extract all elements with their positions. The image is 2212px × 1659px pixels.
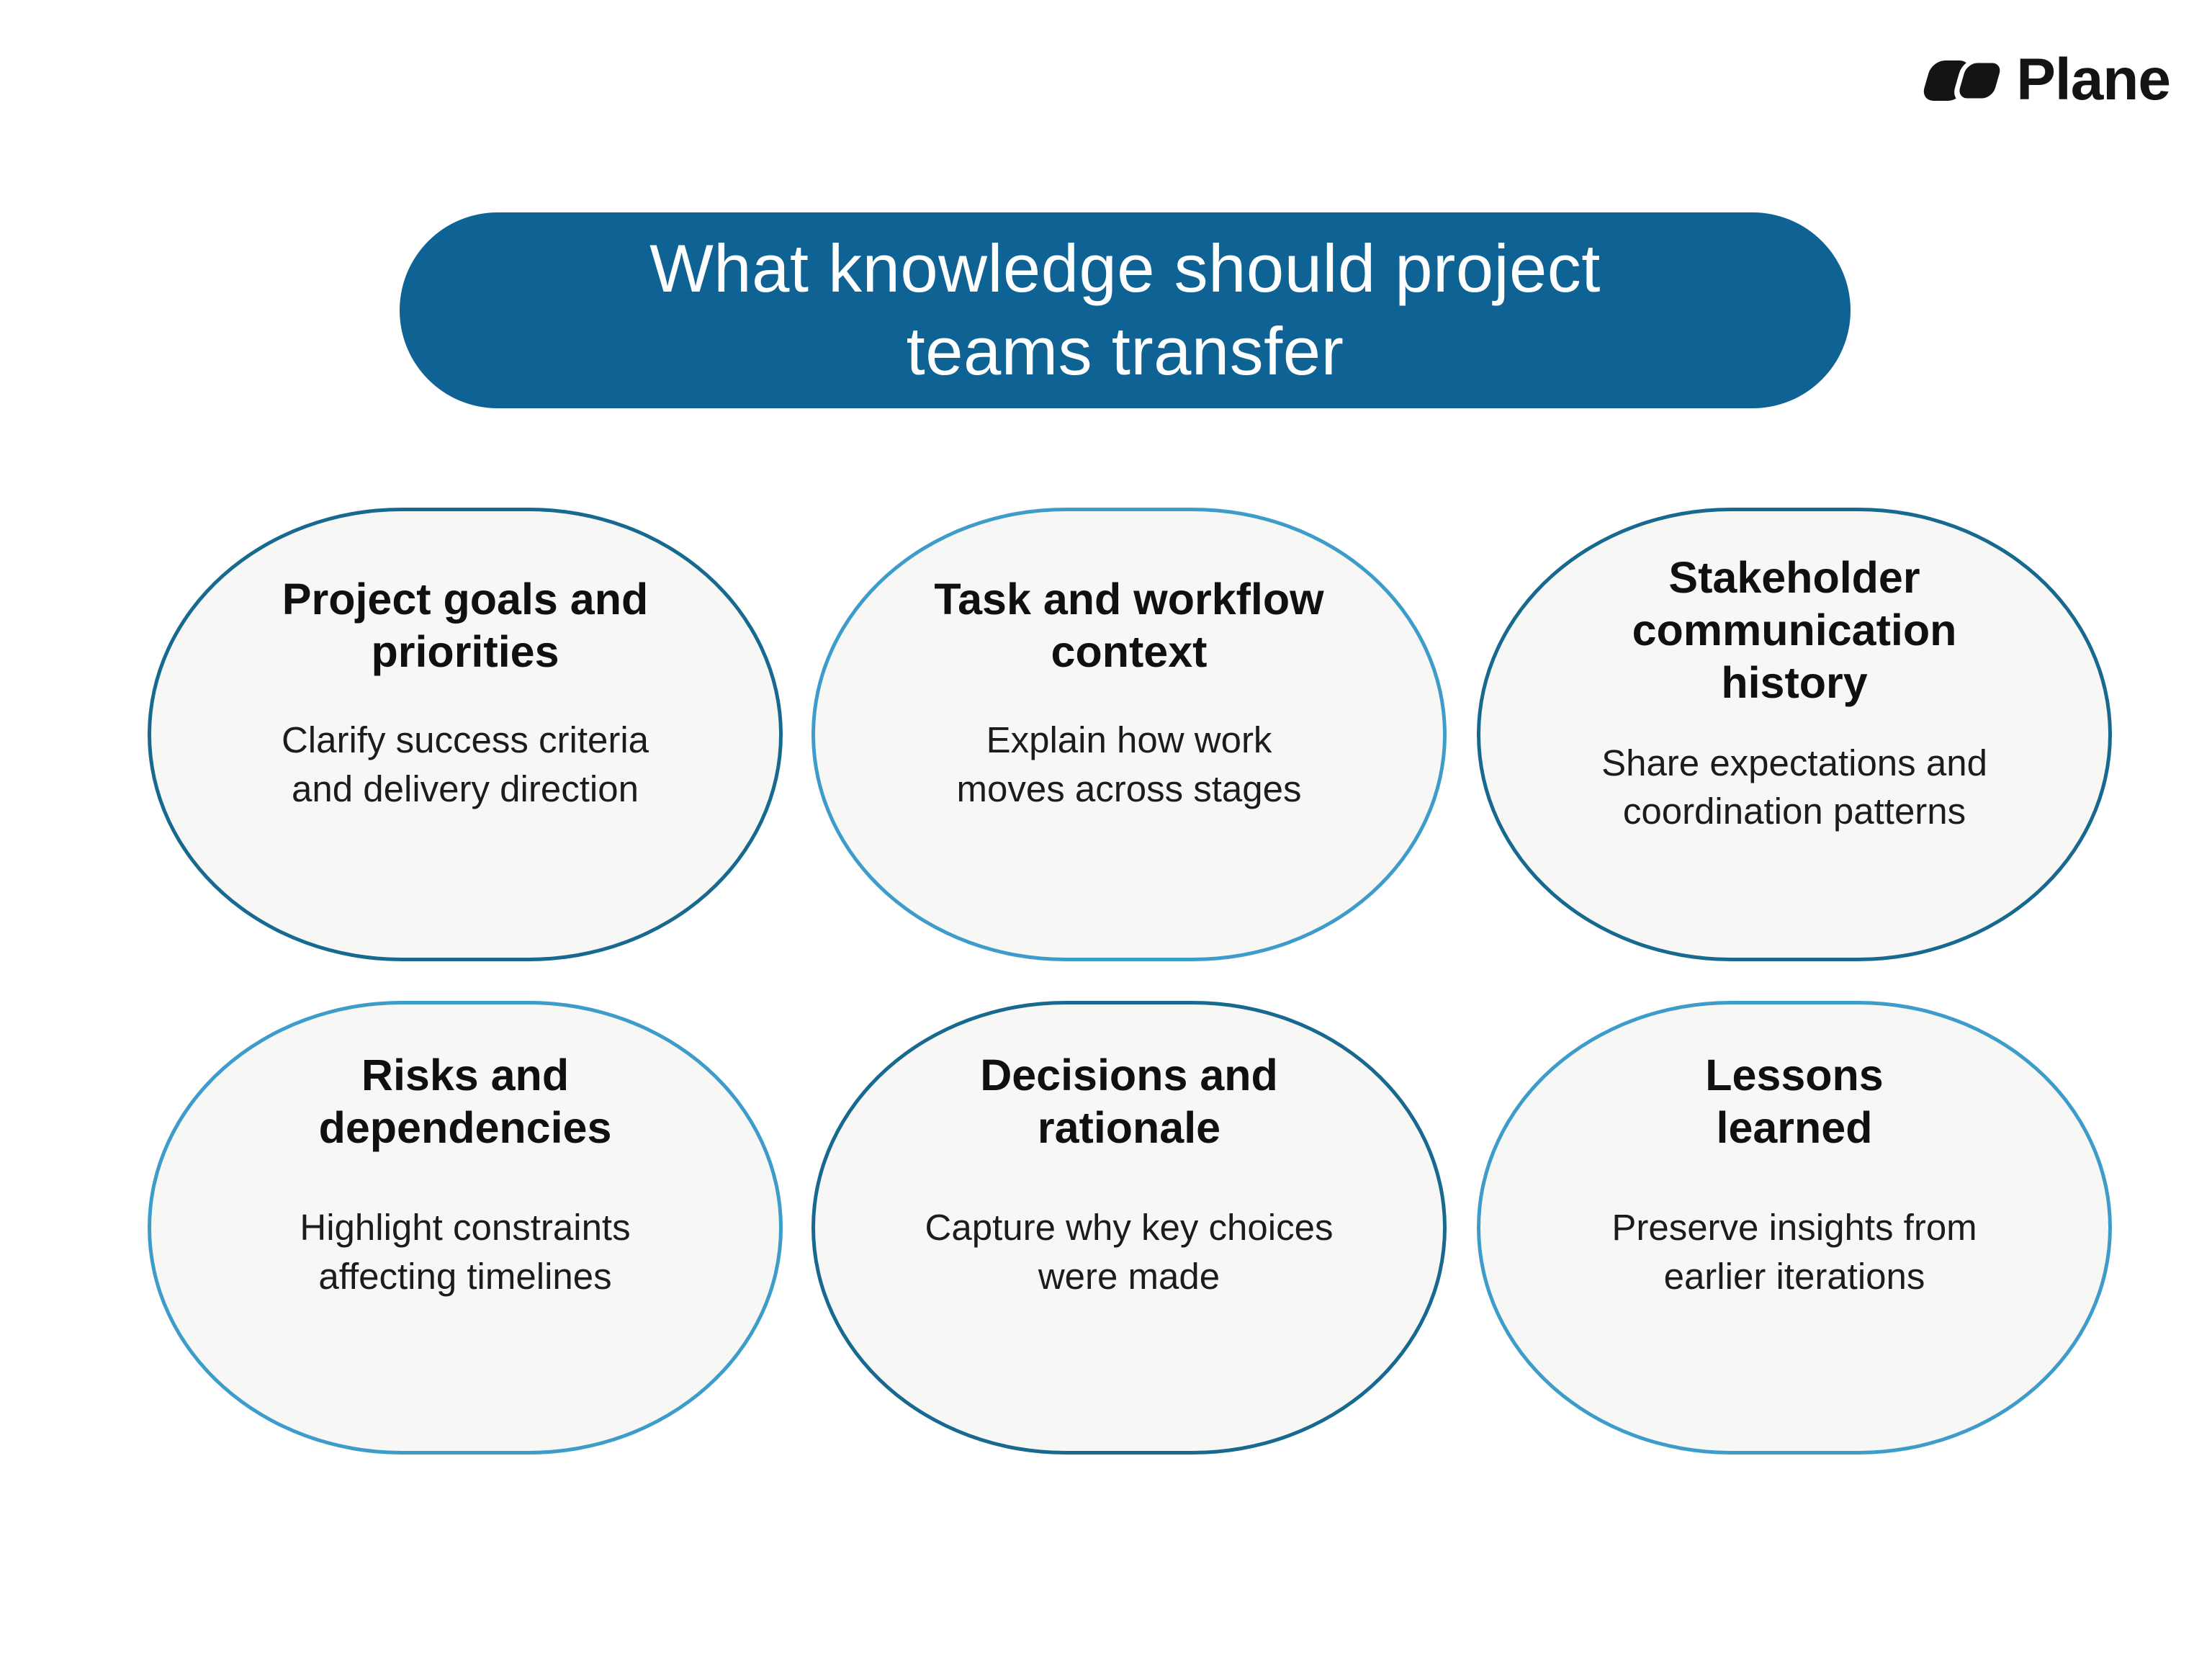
bubble-body: Preserve insights from earlier iteration… [1611,1207,1977,1297]
plane-logo-text: Plane [2016,47,2171,112]
bubble-heading: Decisions and rationale [980,1051,1278,1153]
bubble-body: Explain how work moves across stages [956,719,1302,809]
bubble-body: Clarify success criteria and delivery di… [281,719,649,809]
bubble-body: Capture why key choices were made [925,1207,1334,1297]
page-title: What knowledge should project teams tran… [649,230,1601,389]
plane-logo: Plane [1917,47,2171,112]
bubble-body: Share expectations and coordination patt… [1601,742,1987,832]
bubble-project-goals: Project goals and priorities Clarify suc… [148,508,783,961]
bubble-heading: Task and workflow context [934,575,1324,677]
bubble-body: Highlight constraints affecting timeline… [300,1207,631,1297]
bubble-task-workflow: Task and workflow context Explain how wo… [811,508,1447,961]
bubble-heading: Risks and dependencies [318,1051,612,1153]
bubble-stakeholder-communication: Stakeholder communication history Share … [1477,508,2112,961]
plane-logo-icon [1924,58,2002,104]
bubble-heading: Project goals and priorities [282,575,649,677]
bubble-decisions-rationale: Decisions and rationale Capture why key … [811,1001,1447,1455]
bubble-lessons-learned: Lessons learned Preserve insights from e… [1477,1001,2112,1455]
bubble-heading: Stakeholder communication history [1632,553,1957,708]
bubble-risks-dependencies: Risks and dependencies Highlight constra… [148,1001,783,1455]
bubble-heading: Lessons learned [1705,1051,1884,1153]
title-banner: What knowledge should project teams tran… [400,212,1851,408]
